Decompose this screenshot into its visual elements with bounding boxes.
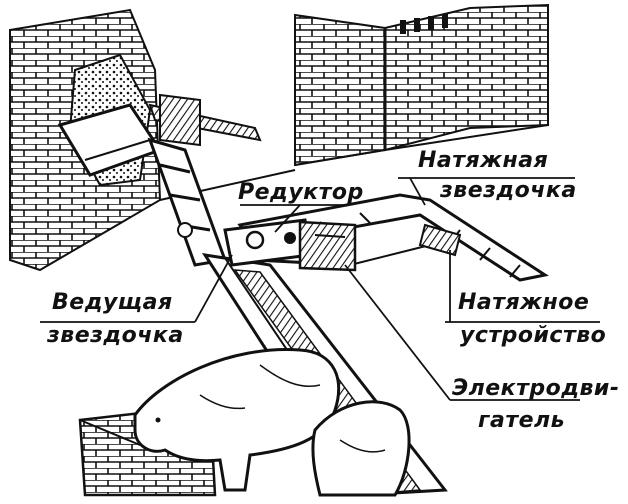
- incline-conveyor: [147, 137, 228, 267]
- label-vedushchaya-line2: звездочка: [47, 323, 184, 348]
- left-brick-wall: [9, 8, 163, 272]
- tension-device: [418, 223, 462, 257]
- label-reduktor: Редуктор: [238, 180, 364, 205]
- label-elektro-line1: Электродви-: [452, 376, 620, 401]
- gear-reducer: [223, 218, 357, 272]
- label-elektro-line2: гатель: [478, 408, 566, 433]
- support-beam: [148, 93, 262, 147]
- right-brick-wall: [294, 3, 549, 167]
- label-natyazhnaya-line1: Натяжная: [418, 148, 549, 173]
- pig-right: [311, 400, 411, 497]
- label-natyazhnaya-line2: звездочка: [440, 178, 577, 203]
- leader-lines: [40, 177, 600, 401]
- label-natyazhnoe-line2: устройство: [460, 323, 607, 348]
- label-vedushchaya-line1: Ведущая: [52, 290, 173, 315]
- label-natyazhnoe-line1: Натяжное: [458, 290, 590, 315]
